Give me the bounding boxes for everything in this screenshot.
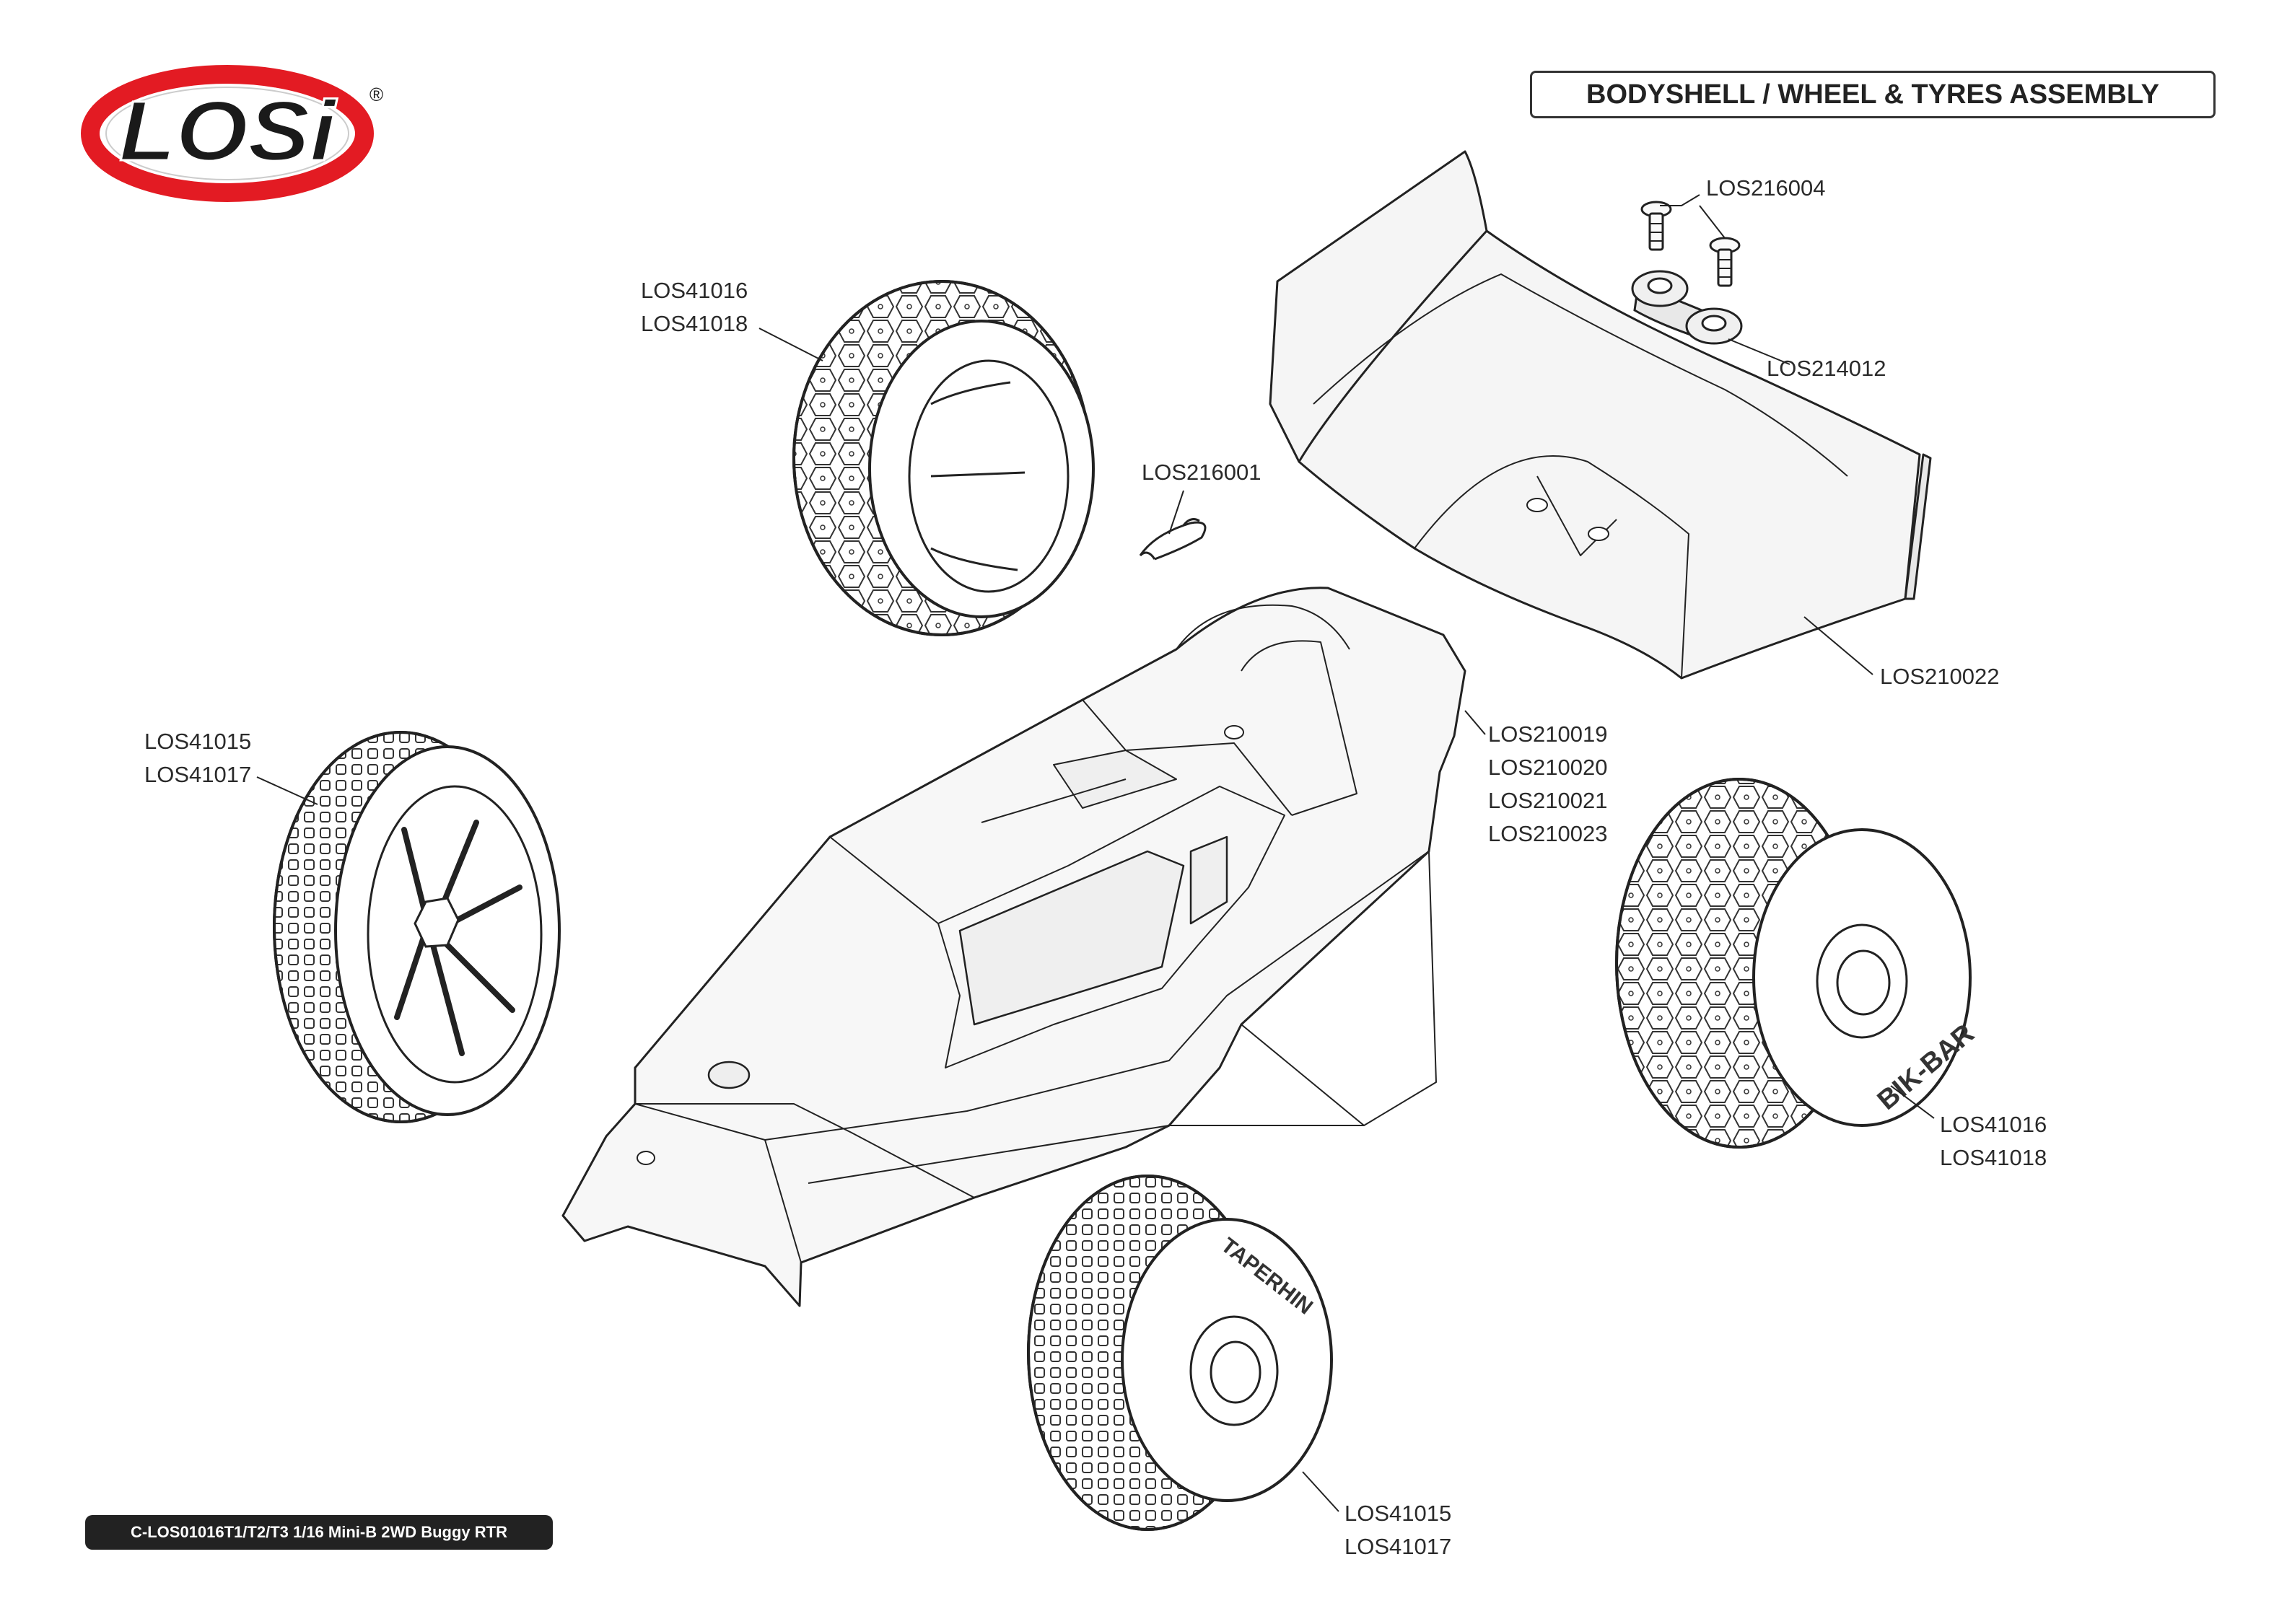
document-footer: C-LOS01016T1/T2/T3 1/16 Mini-B 2WD Buggy… [85, 1515, 553, 1550]
part-number: LOS214012 [1767, 356, 1886, 381]
callout-screws: LOS216004 [1706, 172, 1825, 205]
callout-wing: LOS210022 [1880, 660, 1999, 693]
part-number: LOS210021 [1488, 788, 1608, 813]
tyre-top [792, 280, 1095, 636]
callout-tyre-bottom: LOS41015 LOS41017 [1344, 1497, 1451, 1563]
tyre-bottom: TAPERHIN [1027, 1175, 1333, 1531]
callout-bodyshell: LOS210019 LOS210020 LOS210021 LOS210023 [1488, 718, 1607, 851]
part-number: LOS210019 [1488, 721, 1608, 747]
rear-wing [1269, 150, 1932, 680]
tyre-left [273, 731, 561, 1123]
part-number: LOS210022 [1880, 664, 2000, 689]
part-number: LOS41016 [1940, 1112, 2047, 1137]
callout-tyre-right: LOS41016 LOS41018 [1940, 1108, 2047, 1175]
callout-tyre-left: LOS41015 LOS41017 [144, 725, 251, 791]
svg-text:LOSi: LOSi [119, 84, 337, 179]
page-title: BODYSHELL / WHEEL & TYRES ASSEMBLY [1530, 71, 2216, 118]
part-number: LOS216004 [1706, 175, 1826, 201]
losi-logo: LOSi ® [81, 65, 383, 202]
part-number: LOS41016 [641, 278, 748, 303]
part-number: LOS216001 [1142, 460, 1261, 485]
bodyshell [561, 587, 1466, 1307]
wing-buttons [1631, 270, 1743, 345]
part-number: LOS41015 [1344, 1501, 1452, 1526]
tyre-right: BIK-BAR [1615, 778, 1980, 1149]
part-number: LOS41018 [641, 311, 748, 336]
leader-lines [256, 194, 1935, 1512]
callout-tyre-top: LOS41016 LOS41018 [641, 274, 748, 341]
svg-text:®: ® [369, 84, 383, 105]
part-number: LOS41017 [144, 762, 252, 787]
part-number: LOS210023 [1488, 821, 1608, 846]
part-number: LOS41015 [144, 729, 252, 754]
part-number: LOS41018 [1940, 1145, 2047, 1170]
part-number: LOS41017 [1344, 1534, 1452, 1559]
callout-body-clip: LOS216001 [1142, 456, 1261, 489]
body-clip [1139, 518, 1207, 561]
callout-wing-mounts: LOS214012 [1767, 352, 1886, 385]
part-number: LOS210020 [1488, 755, 1608, 780]
